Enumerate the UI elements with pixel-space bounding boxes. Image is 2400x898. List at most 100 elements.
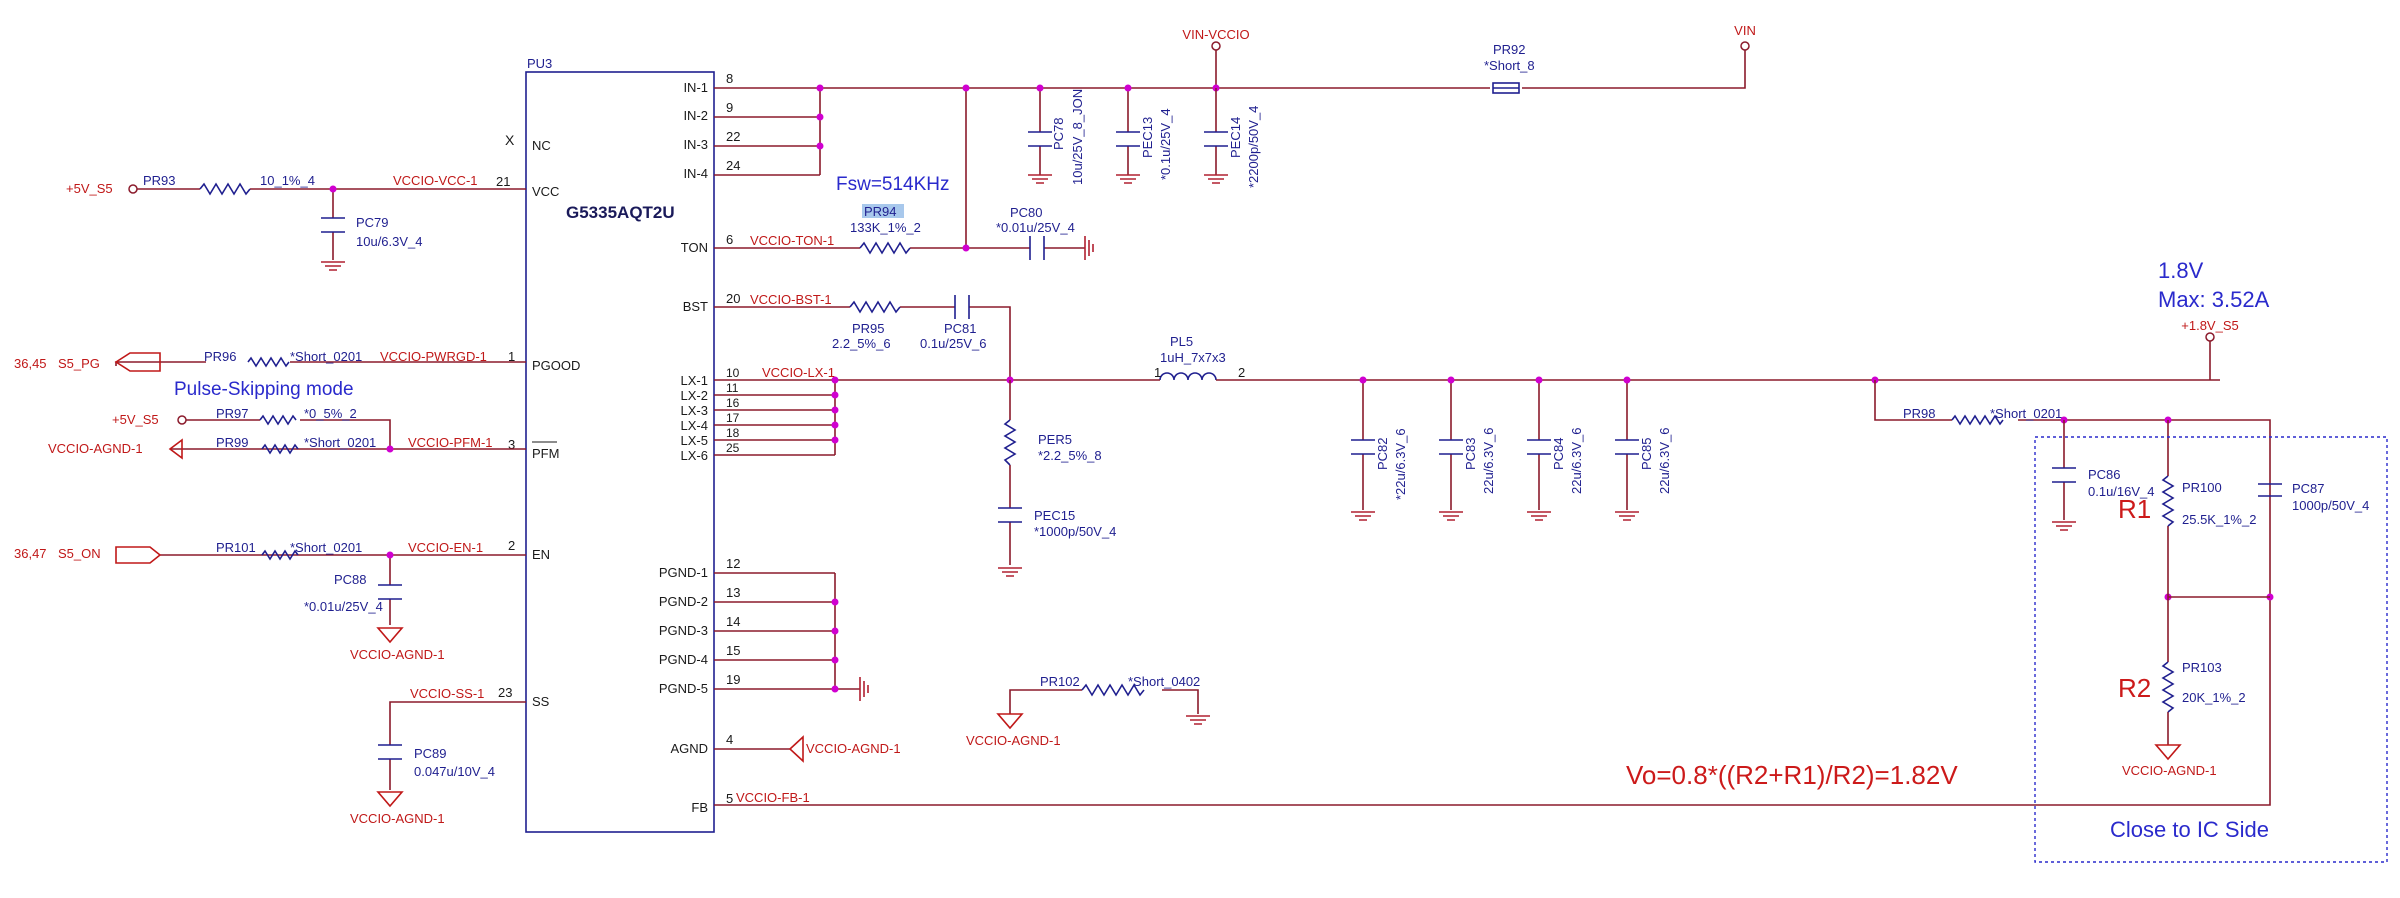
pr94-highlight xyxy=(862,204,904,218)
pr98-val: *Short_0201 xyxy=(1990,406,2062,421)
pl5-inductor: PL5 1uH_7x7x3 1 2 xyxy=(1154,334,2220,381)
agnd-en-symbol xyxy=(376,627,404,644)
pin-num-ton: 6 xyxy=(726,232,733,247)
pec14-val: *2200p/50V_4 xyxy=(1246,106,1261,188)
in-pins-wire xyxy=(714,88,821,176)
pc84-ref: PC84 xyxy=(1551,437,1566,470)
pfm-net: VCCIO-PFM-1 xyxy=(408,435,493,450)
pr99-ref: PR99 xyxy=(216,435,249,450)
pin-num-en: 2 xyxy=(508,538,515,553)
pc86-ref: PC86 xyxy=(2088,467,2121,482)
per5-val: *2.2_5%_8 xyxy=(1038,448,1102,463)
pc79-val: 10u/6.3V_4 xyxy=(356,234,423,249)
pr103-ref: PR103 xyxy=(2182,660,2222,675)
pin-num-lx-6: 25 xyxy=(726,441,740,455)
pr92-ref: PR92 xyxy=(1493,42,1526,57)
pr94-resistor: PR94 133K_1%_2 xyxy=(714,84,1020,255)
pc87-ref: PC87 xyxy=(2292,481,2325,496)
p5v-terminal-1 xyxy=(128,184,138,194)
pin-name-pgnd-4: PGND-4 xyxy=(659,652,708,667)
p5v-label-1: +5V_S5 xyxy=(66,181,113,196)
s5-on-port xyxy=(115,546,162,564)
pc88-ref: PC88 xyxy=(334,572,367,587)
pc80-ref: PC80 xyxy=(1010,205,1043,220)
pin-name-fb: FB xyxy=(691,800,708,815)
agnd-ss-symbol xyxy=(376,791,404,808)
pin-num-lx-1: 10 xyxy=(726,366,740,380)
pin-num-pgnd-1: 12 xyxy=(726,556,740,571)
pec14-cap: PEC14 *2200p/50V_4 xyxy=(1204,88,1261,188)
pin-name-lx-4: LX-4 xyxy=(681,418,708,433)
per5-ref: PER5 xyxy=(1038,432,1072,447)
vin-vccio-label: VIN-VCCIO xyxy=(1182,27,1249,42)
r1-annotation: R1 xyxy=(2118,494,2151,524)
vin-terminal xyxy=(1740,41,1750,51)
vin-rail-wire xyxy=(714,48,1746,89)
pin-num-pgood: 1 xyxy=(508,349,515,364)
pc81-val: 0.1u/25V_6 xyxy=(920,336,987,351)
pin-num-agnd: 4 xyxy=(726,732,733,747)
pr92-short: PR92 *Short_8 xyxy=(1484,42,1535,94)
pg-sheet: 36,45 xyxy=(14,356,47,371)
pr95-ref: PR95 xyxy=(852,321,885,336)
p18v-label: +1.8V_S5 xyxy=(2181,318,2238,333)
pl5-pin2: 2 xyxy=(1238,365,1245,380)
pec13-val: *0.1u/25V_4 xyxy=(1158,108,1173,180)
vin-vccio-terminal xyxy=(1211,41,1221,51)
pin-num-pgnd-5: 19 xyxy=(726,672,740,687)
s5-pg-port xyxy=(114,352,161,372)
pr92-val: *Short_8 xyxy=(1484,58,1535,73)
pr95-val: 2.2_5%_6 xyxy=(832,336,891,351)
pin-name-ss: SS xyxy=(532,694,550,709)
pin-name-pgood: PGOOD xyxy=(532,358,580,373)
pin-name-lx-2: LX-2 xyxy=(681,388,708,403)
pin-num-ss: 23 xyxy=(498,685,512,700)
pc81-ref: PC81 xyxy=(944,321,977,336)
pc82-val: *22u/6.3V_6 xyxy=(1393,428,1408,500)
junction xyxy=(816,84,824,92)
vcc-net: VCCIO-VCC-1 xyxy=(393,173,478,188)
agnd-pr102-symbol xyxy=(996,713,1024,730)
pr100-ref: PR100 xyxy=(2182,480,2222,495)
pc83-val: 22u/6.3V_6 xyxy=(1481,427,1496,494)
pr100-val: 25.5K_1%_2 xyxy=(2182,512,2256,527)
pl5-pin1: 1 xyxy=(1154,365,1161,380)
pin-num-pgnd-4: 15 xyxy=(726,643,740,658)
r2-annotation: R2 xyxy=(2118,673,2151,703)
agnd-pin-label: VCCIO-AGND-1 xyxy=(806,741,901,756)
control-section: +5V_S5 PR93 10_1%_4 VCCIO-VCC-1 PC79 10u… xyxy=(14,173,526,826)
pin-num-lx-5: 18 xyxy=(726,426,740,440)
ground-symbols-input xyxy=(1028,174,1228,184)
pin-name-pgnd-1: PGND-1 xyxy=(659,565,708,580)
pr98-ref: PR98 xyxy=(1903,406,1936,421)
pec13-ref: PEC13 xyxy=(1140,117,1155,158)
ic-part-number: G5335AQT2U xyxy=(566,203,675,222)
lx-pins-wire xyxy=(714,379,1155,456)
agnd-pr103-symbol xyxy=(2154,744,2182,761)
pc80-val: *0.01u/25V_4 xyxy=(996,220,1075,235)
pc89-val: 0.047u/10V_4 xyxy=(414,764,495,779)
pc78-val: 10u/25V_8_JON xyxy=(1070,89,1085,185)
pin-name-agnd: AGND xyxy=(670,741,708,756)
pin-num-pgnd-2: 13 xyxy=(726,585,740,600)
junction xyxy=(816,113,824,121)
fb-net: VCCIO-FB-1 xyxy=(736,790,810,805)
pc84-val: 22u/6.3V_6 xyxy=(1569,427,1584,494)
pr96-ref: PR96 xyxy=(204,349,237,364)
pr102-val: *Short_0402 xyxy=(1128,674,1200,689)
bst-net: VCCIO-BST-1 xyxy=(750,292,832,307)
pc85-val: 22u/6.3V_6 xyxy=(1657,427,1672,494)
vout-annotation: 1.8V xyxy=(2158,258,2204,283)
pg-name: S5_PG xyxy=(58,356,100,371)
vin-label: VIN xyxy=(1734,23,1756,38)
input-section: VIN-VCCIO VIN PR92 *Short_8 PC78 10u/25V… xyxy=(714,23,1756,260)
pin-name-nc: NC xyxy=(532,138,551,153)
pin-name-en: EN xyxy=(532,547,550,562)
agnd-pr102-label: VCCIO-AGND-1 xyxy=(966,733,1061,748)
fsw-annotation: Fsw=514KHz xyxy=(836,174,950,195)
switch-section: VCCIO-BST-1 PR95 2.2_5%_6 PC81 0.1u/25V_… xyxy=(714,258,2270,577)
pr102-ref: PR102 xyxy=(1040,674,1080,689)
pin-num-fb: 5 xyxy=(726,791,733,806)
pc85-ref: PC85 xyxy=(1639,437,1654,470)
out-terminal xyxy=(2205,332,2215,342)
